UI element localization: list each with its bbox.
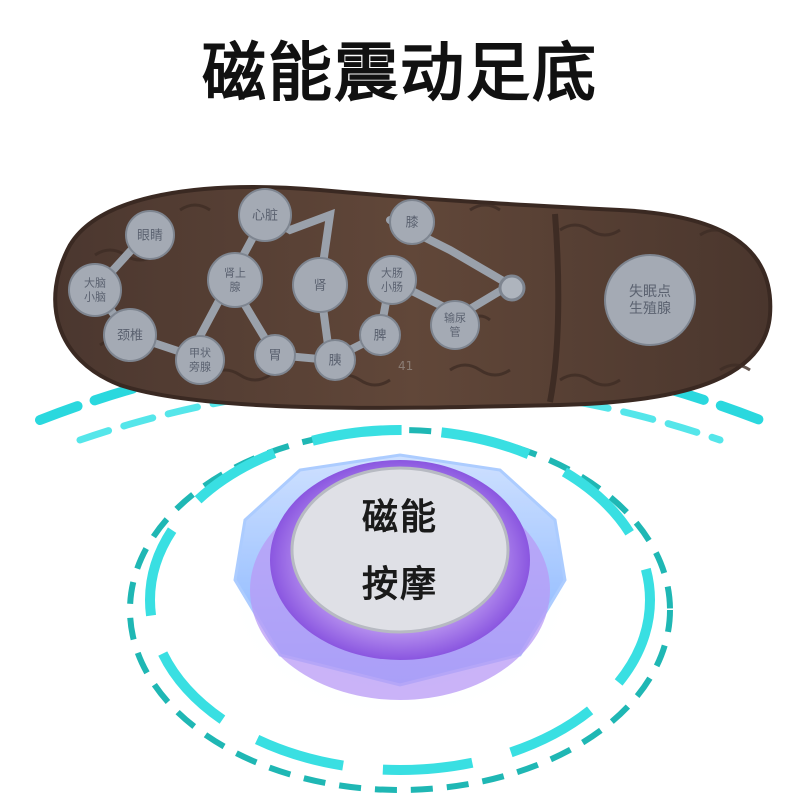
acupoint-label: 膝 bbox=[405, 215, 418, 230]
acupoint-label: 小脑 bbox=[84, 291, 106, 304]
sole-size-label: 41 bbox=[398, 359, 413, 373]
acupoint-label: 甲状 bbox=[189, 346, 211, 360]
acupoint-node bbox=[359, 314, 401, 356]
acupoint-node bbox=[367, 255, 417, 305]
acupoint-node bbox=[604, 254, 696, 346]
acupoint-label: 腺 bbox=[230, 280, 241, 294]
acupoint-label: 心脏 bbox=[252, 208, 278, 223]
acupoint-label: 肾上 bbox=[224, 267, 246, 280]
acupoint-label: 胰 bbox=[328, 353, 341, 368]
acupoint-label: 管 bbox=[450, 325, 461, 339]
acupoint-label: 大脑 bbox=[84, 276, 106, 290]
acupoint-label: 生殖腺 bbox=[629, 300, 671, 317]
puck-label-line2: 按摩 bbox=[361, 564, 438, 605]
acupoint-label: 眼睛 bbox=[137, 228, 163, 243]
acupoint-label: 肾 bbox=[313, 278, 326, 293]
acupoint-label: 旁腺 bbox=[189, 360, 211, 374]
magnetic-puck bbox=[233, 453, 567, 700]
acupoint-node bbox=[292, 257, 348, 313]
acupoint-label: 输尿 bbox=[444, 311, 466, 325]
acupoint-label: 胃 bbox=[268, 348, 281, 363]
acupoint-node bbox=[207, 252, 263, 308]
acupoint-label: 小肠 bbox=[381, 281, 403, 294]
acupoint-node bbox=[238, 188, 292, 242]
acupoint-node bbox=[254, 334, 296, 376]
acupoint-node bbox=[103, 308, 157, 362]
acupoint-label: 脾 bbox=[373, 328, 386, 343]
acupoint-node bbox=[430, 300, 480, 350]
acupoint-node bbox=[125, 210, 175, 260]
acupoint-node bbox=[389, 199, 435, 245]
acupoint-label: 颈椎 bbox=[117, 328, 143, 343]
acupoint-node bbox=[314, 339, 356, 381]
acupoint-node bbox=[68, 263, 122, 317]
acupoint-node bbox=[175, 335, 225, 385]
connector-ring bbox=[498, 274, 526, 302]
headline-title: 磁能震动足底 bbox=[202, 37, 598, 111]
acupoint-label: 失眠点 bbox=[629, 284, 671, 300]
acupoint-label: 大肠 bbox=[381, 266, 403, 280]
puck-label-line1: 磁能 bbox=[361, 497, 438, 538]
